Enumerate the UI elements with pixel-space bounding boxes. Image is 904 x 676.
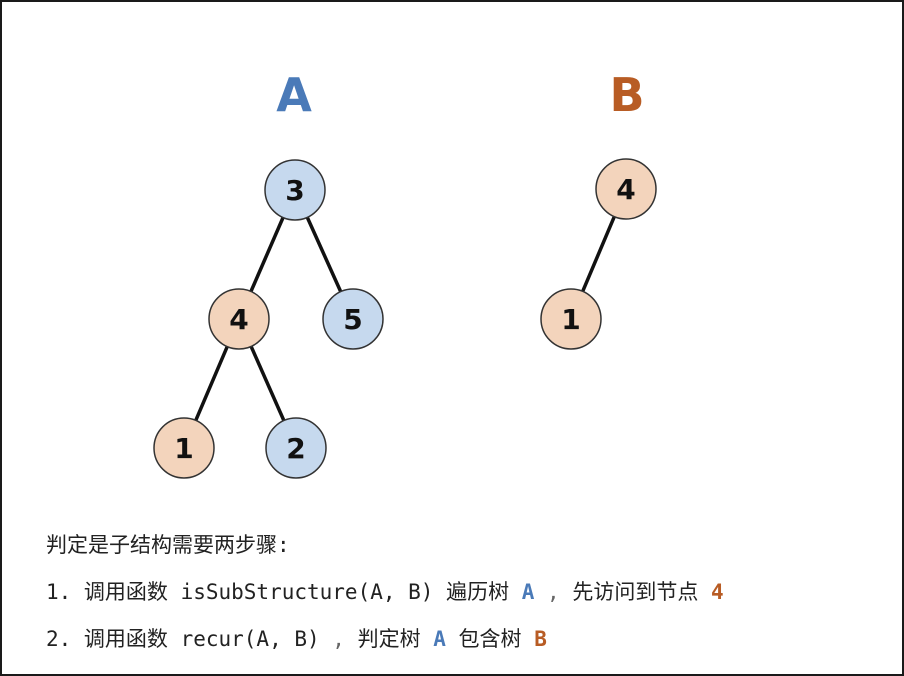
node-a3: 3 bbox=[264, 159, 326, 221]
tree-b: 4 1 bbox=[540, 158, 657, 350]
node-a2-label: 2 bbox=[286, 432, 305, 465]
tree-a-title: A bbox=[276, 68, 312, 122]
node-a1-label: 1 bbox=[174, 432, 193, 465]
node-a5-label: 5 bbox=[343, 303, 362, 336]
node-a2: 2 bbox=[265, 417, 327, 479]
node-a1: 1 bbox=[153, 417, 215, 479]
step-1-middle-text: 先访问到节点 bbox=[572, 580, 711, 604]
step-2-middle-text: 判定树 bbox=[357, 627, 434, 651]
caption-step-2: 2. 调用函数 recur(A, B) , 判定树 A 包含树 B bbox=[46, 616, 724, 663]
node-a3-label: 3 bbox=[285, 174, 304, 207]
step-2-tree-b: B bbox=[534, 627, 547, 651]
step-2-contains-text: 包含树 bbox=[445, 627, 535, 651]
node-b1-label: 1 bbox=[561, 303, 580, 336]
step-2-separator: , bbox=[332, 627, 358, 651]
node-b4-label: 4 bbox=[616, 173, 635, 206]
step-1-tree-a: A bbox=[521, 580, 535, 604]
node-a4: 4 bbox=[208, 288, 270, 350]
node-b4: 4 bbox=[595, 158, 657, 220]
step-2-tree-a: A bbox=[433, 627, 446, 651]
caption-heading: 判定是子结构需要两步骤: bbox=[46, 533, 290, 557]
step-1-node-4: 4 bbox=[710, 580, 724, 604]
node-a4-label: 4 bbox=[229, 303, 248, 336]
caption-step-1: 1. 调用函数 isSubStructure(A, B) 遍历树 A , 先访问… bbox=[46, 569, 724, 616]
tree-a: 3 4 5 1 2 bbox=[153, 159, 384, 479]
node-b1: 1 bbox=[540, 288, 602, 350]
step-1-separator: , bbox=[534, 580, 573, 604]
tree-b-title: B bbox=[609, 68, 645, 122]
caption: 判定是子结构需要两步骤: 1. 调用函数 isSubStructure(A, B… bbox=[46, 522, 724, 663]
step-1-text: 1. 调用函数 isSubStructure(A, B) 遍历树 bbox=[46, 580, 522, 604]
node-a5: 5 bbox=[322, 288, 384, 350]
step-2-text: 2. 调用函数 recur(A, B) bbox=[46, 627, 333, 651]
